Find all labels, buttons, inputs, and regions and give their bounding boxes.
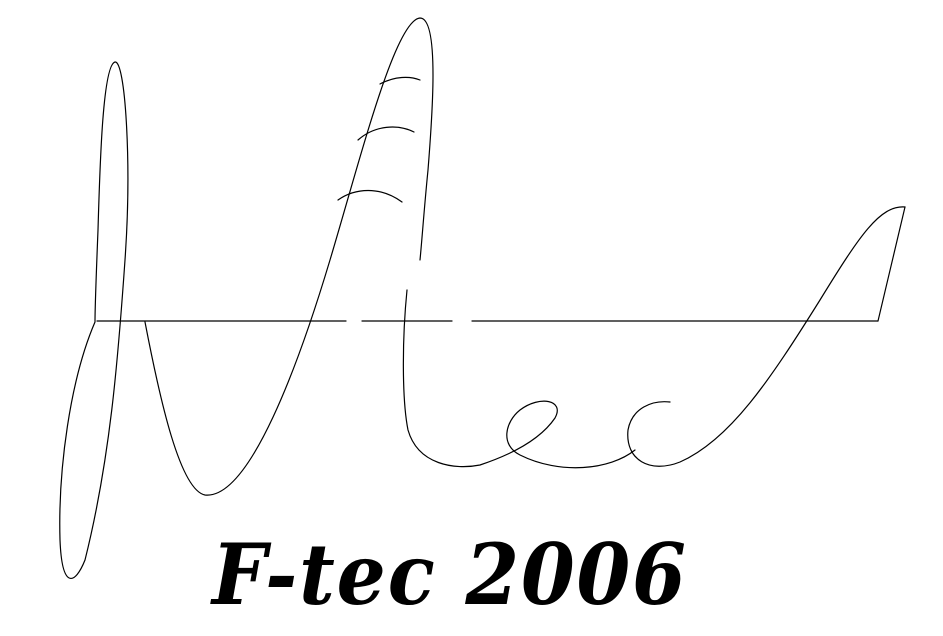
tall-loop-stroke <box>144 17 434 496</box>
right-tail-stroke <box>877 206 906 322</box>
arc-top <box>379 76 421 85</box>
arc-bottom <box>337 190 403 203</box>
left-loop-stroke <box>59 61 129 579</box>
arc-middle <box>357 126 415 141</box>
right-tail-curve <box>627 206 906 467</box>
caption-text: F-tec 2006 <box>212 525 688 624</box>
middle-loop-stroke <box>402 289 636 469</box>
